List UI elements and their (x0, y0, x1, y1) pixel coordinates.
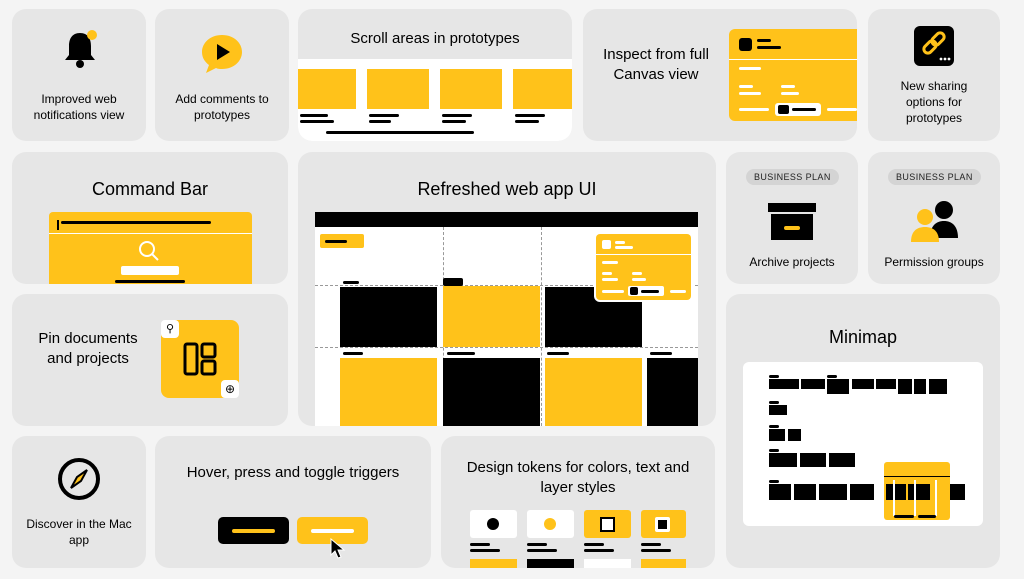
card-scroll[interactable]: Scroll areas in prototypes (298, 9, 572, 141)
card-command-bar[interactable]: Command Bar (12, 152, 288, 284)
card-title: Permission groups (884, 255, 984, 269)
inspect-panel (729, 29, 857, 121)
card-inspect[interactable]: Inspect from full Canvas view (583, 9, 857, 141)
cursor-icon (330, 538, 346, 559)
search-icon (139, 241, 159, 261)
pin-icon: ⚲ (161, 320, 179, 338)
card-discover[interactable]: Discover in the Mac app (12, 436, 146, 568)
card-sharing[interactable]: New sharing options for prototypes (868, 9, 1000, 141)
card-archive[interactable]: BUSINESS PLAN Archive projects (726, 152, 858, 284)
card-tokens[interactable]: Design tokens for colors, text and layer… (441, 436, 715, 568)
card-title: Refreshed web app UI (417, 179, 597, 199)
trigger-yellow-button (297, 517, 368, 544)
card-title: Inspect from full Canvas view (603, 46, 709, 83)
card-comments[interactable]: Add comments to prototypes (155, 9, 289, 141)
grid-icon (183, 342, 217, 376)
card-title: Design tokens for colors, text and layer… (466, 459, 690, 496)
card-minimap[interactable]: Minimap (726, 294, 1000, 568)
card-permission[interactable]: BUSINESS PLAN Permission groups (868, 152, 1000, 284)
card-hover[interactable]: Hover, press and toggle triggers (155, 436, 431, 568)
globe-icon: ⊕ (221, 380, 239, 398)
card-title: Archive projects (749, 255, 835, 269)
bell-icon (65, 30, 97, 68)
card-title: Discover in the Mac app (26, 517, 132, 547)
command-bar-preview (49, 212, 252, 284)
archive-box-icon (768, 203, 816, 240)
minimap-preview (743, 362, 983, 526)
business-plan-badge: BUSINESS PLAN (746, 169, 839, 185)
compass-icon (58, 458, 100, 500)
card-refreshed[interactable]: Refreshed web app UI (298, 152, 716, 426)
card-title: Add comments to prototypes (175, 92, 269, 122)
trigger-dark-button (218, 517, 289, 544)
card-title: New sharing options for prototypes (900, 79, 968, 125)
card-title: Pin documents and projects (38, 330, 138, 367)
web-app-preview (315, 212, 698, 426)
card-title: Minimap (828, 327, 898, 347)
card-title: Scroll areas in prototypes (350, 30, 520, 47)
scroll-preview (298, 59, 572, 141)
card-title: Command Bar (91, 179, 209, 199)
card-notifications[interactable]: Improved web notifications view (12, 9, 146, 141)
comment-play-icon (202, 35, 242, 73)
card-pin[interactable]: Pin documents and projects ⚲ ⊕ (12, 294, 288, 426)
business-plan-badge: BUSINESS PLAN (888, 169, 981, 185)
card-title: Improved web notifications view (33, 92, 125, 122)
card-title: Hover, press and toggle triggers (186, 464, 400, 481)
link-icon (914, 26, 954, 66)
users-icon (911, 201, 958, 242)
